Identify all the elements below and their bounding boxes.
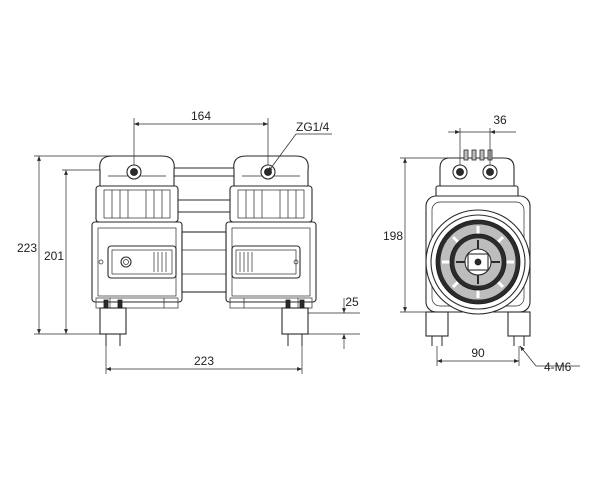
dim-mount-bolts-label: 4-M6: [544, 360, 572, 374]
dim-25: 25: [308, 295, 360, 349]
dim-198: 198: [383, 157, 448, 313]
side-feet: [425, 311, 531, 346]
front-view: 164 ZG1/4 223 201 25: [17, 109, 360, 374]
dim-mount-bolts: 4-M6: [519, 345, 580, 374]
dim-201-vertical: 201: [44, 169, 100, 334]
dim-164-label: 164: [191, 109, 211, 123]
dim-25-label: 25: [345, 295, 359, 309]
dim-198-label: 198: [383, 229, 403, 243]
right-crankcase: [225, 221, 317, 309]
dim-223-vertical-label: 223: [17, 241, 37, 255]
front-feet: [99, 299, 309, 346]
dim-36: 36: [448, 113, 516, 165]
dim-36-label: 36: [493, 113, 507, 127]
dim-164: 164: [133, 109, 269, 165]
dim-223-horizontal-label: 223: [194, 354, 214, 368]
side-view: 36 198 90 4-M6: [383, 113, 580, 374]
dim-90: 90: [436, 346, 520, 366]
dim-port-thread: ZG1/4: [267, 120, 332, 173]
dim-201-vertical-label: 201: [44, 249, 64, 263]
dim-223-vertical: 223: [17, 155, 120, 335]
motor-fan-cover: [425, 209, 531, 315]
left-crankcase: [91, 221, 183, 309]
dim-port-thread-label: ZG1/4: [296, 120, 330, 134]
right-pump-head: [229, 155, 313, 223]
left-pump-head: [95, 155, 179, 223]
dim-223-horizontal: 223: [105, 346, 303, 374]
dim-90-label: 90: [471, 346, 485, 360]
